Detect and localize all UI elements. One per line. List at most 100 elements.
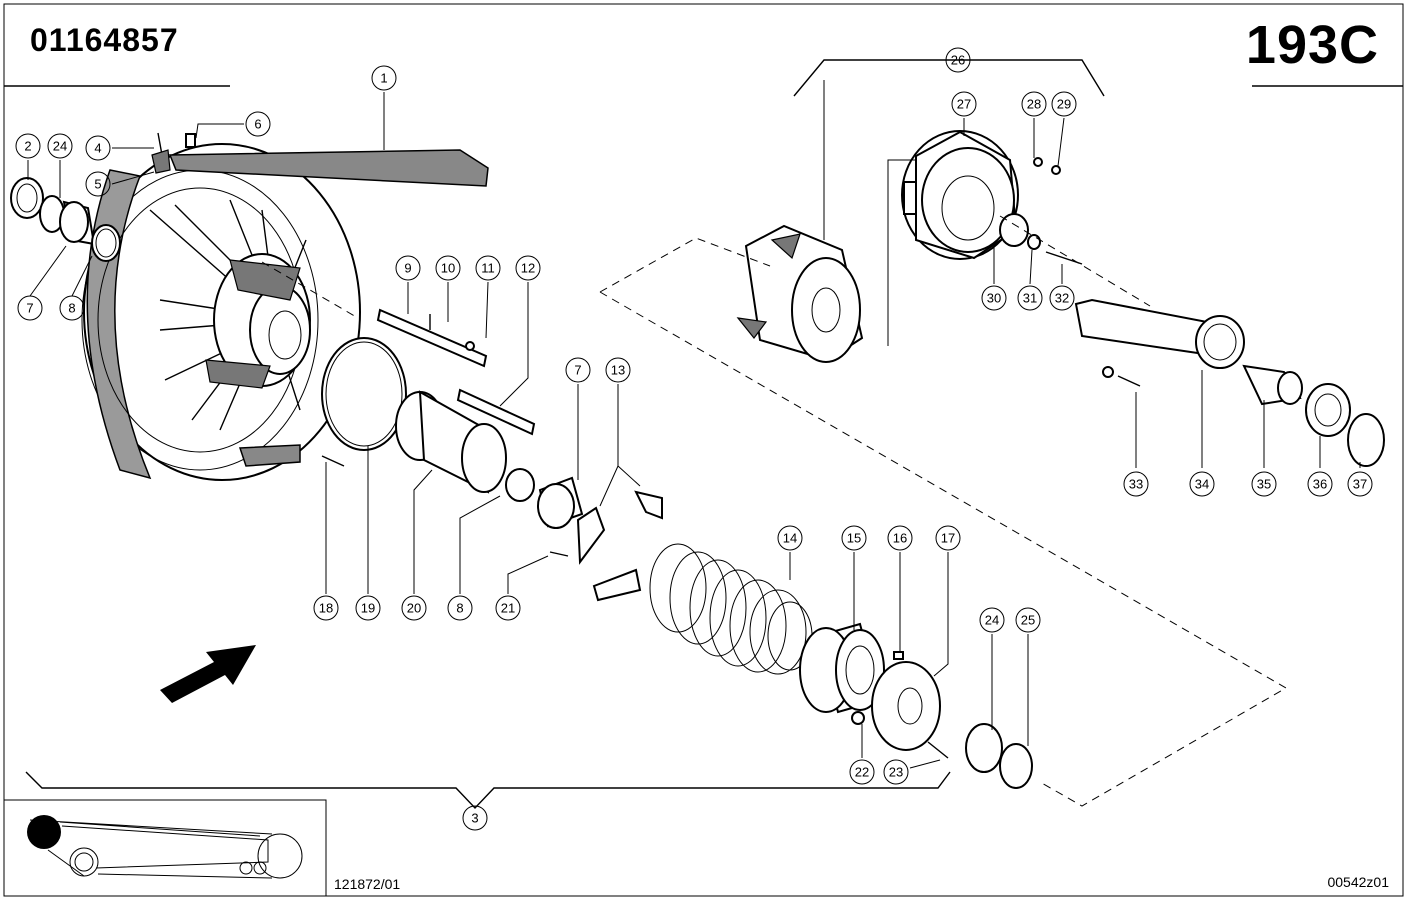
callout-24-left: 24 bbox=[47, 133, 73, 159]
callout-35: 35 bbox=[1251, 471, 1277, 497]
callout-34: 34 bbox=[1189, 471, 1215, 497]
svg-text:14: 14 bbox=[783, 531, 797, 546]
callout-3: 3 bbox=[462, 805, 488, 831]
svg-text:15: 15 bbox=[847, 531, 861, 546]
svg-text:7: 7 bbox=[26, 301, 33, 316]
svg-text:11: 11 bbox=[481, 261, 495, 276]
svg-text:13: 13 bbox=[611, 363, 625, 378]
svg-text:20: 20 bbox=[407, 601, 421, 616]
svg-text:31: 31 bbox=[1023, 291, 1037, 306]
callout-32: 32 bbox=[1049, 285, 1075, 311]
svg-text:16: 16 bbox=[893, 531, 907, 546]
svg-text:23: 23 bbox=[889, 765, 903, 780]
svg-text:24: 24 bbox=[985, 613, 999, 628]
callout-14: 14 bbox=[777, 525, 803, 551]
svg-text:18: 18 bbox=[319, 601, 333, 616]
svg-text:12: 12 bbox=[521, 261, 535, 276]
callout-22: 22 bbox=[849, 759, 875, 785]
svg-text:10: 10 bbox=[441, 261, 455, 276]
callout-36: 36 bbox=[1307, 471, 1333, 497]
callout-25: 25 bbox=[1015, 607, 1041, 633]
callout-13: 13 bbox=[605, 357, 631, 383]
callout-9: 9 bbox=[395, 255, 421, 281]
svg-text:7: 7 bbox=[574, 363, 581, 378]
parts-15-17 bbox=[799, 622, 1033, 789]
callout-30: 30 bbox=[981, 285, 1007, 311]
parts-30-32 bbox=[999, 213, 1083, 265]
track-diagram-icon bbox=[4, 799, 327, 896]
left-seal-stack bbox=[10, 177, 121, 262]
callout-8-center: 8 bbox=[447, 595, 473, 621]
bars-9-12 bbox=[376, 308, 536, 436]
callout-31: 31 bbox=[1017, 285, 1043, 311]
svg-text:33: 33 bbox=[1129, 477, 1143, 492]
callout-11: 11 bbox=[475, 255, 501, 281]
callout-15: 15 bbox=[841, 525, 867, 551]
callout-2: 2 bbox=[15, 133, 41, 159]
svg-text:32: 32 bbox=[1055, 291, 1069, 306]
callout-7-center: 7 bbox=[565, 357, 591, 383]
leader-lines bbox=[27, 80, 1361, 769]
svg-text:9: 9 bbox=[404, 261, 411, 276]
svg-text:27: 27 bbox=[957, 97, 971, 112]
svg-text:2: 2 bbox=[24, 139, 31, 154]
svg-text:19: 19 bbox=[361, 601, 375, 616]
svg-text:30: 30 bbox=[987, 291, 1001, 306]
drawing-reference: 121872/01 bbox=[334, 876, 401, 892]
callout-8-left: 8 bbox=[59, 295, 85, 321]
assembly-dashed-outlines bbox=[261, 215, 1287, 807]
svg-text:8: 8 bbox=[456, 601, 463, 616]
callout-27: 27 bbox=[951, 91, 977, 117]
svg-text:5: 5 bbox=[94, 177, 101, 192]
callout-20: 20 bbox=[401, 595, 427, 621]
part-27-housing bbox=[901, 130, 1061, 260]
callout-33: 33 bbox=[1123, 471, 1149, 497]
callout-17: 17 bbox=[935, 525, 961, 551]
callout-16: 16 bbox=[887, 525, 913, 551]
page-frame bbox=[3, 3, 1404, 897]
image-code: 00542z01 bbox=[1327, 874, 1389, 890]
svg-text:37: 37 bbox=[1353, 477, 1367, 492]
callout-12: 12 bbox=[515, 255, 541, 281]
svg-text:29: 29 bbox=[1057, 97, 1071, 112]
arrow-icon bbox=[160, 645, 256, 703]
callout-26: 26 bbox=[945, 47, 971, 73]
page-code: 193C bbox=[1245, 15, 1379, 75]
callout-19: 19 bbox=[355, 595, 381, 621]
svg-text:22: 22 bbox=[855, 765, 869, 780]
svg-text:8: 8 bbox=[68, 301, 75, 316]
bracket-3 bbox=[25, 771, 951, 810]
hub-assembly bbox=[736, 224, 864, 363]
callout-4: 4 bbox=[85, 135, 111, 161]
callout-labels: 1 2 24 4 5 6 7 8 9 10 11 12 7 13 14 15 1… bbox=[15, 47, 1373, 831]
svg-text:17: 17 bbox=[941, 531, 955, 546]
callout-5: 5 bbox=[85, 171, 111, 197]
part-34-arm bbox=[1074, 298, 1245, 387]
svg-text:3: 3 bbox=[471, 811, 478, 826]
svg-text:6: 6 bbox=[254, 117, 261, 132]
callout-21: 21 bbox=[495, 595, 521, 621]
callout-37: 37 bbox=[1347, 471, 1373, 497]
callout-28: 28 bbox=[1021, 91, 1047, 117]
svg-text:34: 34 bbox=[1195, 477, 1209, 492]
callout-29: 29 bbox=[1051, 91, 1077, 117]
svg-text:26: 26 bbox=[951, 53, 965, 68]
callout-10: 10 bbox=[435, 255, 461, 281]
part-14-spring bbox=[649, 543, 813, 675]
svg-text:21: 21 bbox=[501, 601, 515, 616]
callout-24-right: 24 bbox=[979, 607, 1005, 633]
bracket-26 bbox=[793, 59, 1105, 97]
part-1-guide-lower bbox=[238, 444, 301, 467]
callout-18: 18 bbox=[313, 595, 339, 621]
part-number: 01164857 bbox=[30, 22, 179, 58]
grease-fittings bbox=[151, 132, 196, 174]
part-1-guide-bar bbox=[168, 149, 489, 187]
callout-7-left: 7 bbox=[17, 295, 43, 321]
svg-text:28: 28 bbox=[1027, 97, 1041, 112]
callout-23: 23 bbox=[883, 759, 909, 785]
parts-35-37 bbox=[1242, 364, 1385, 467]
parts-18-20 bbox=[321, 337, 535, 502]
svg-text:25: 25 bbox=[1021, 613, 1035, 628]
